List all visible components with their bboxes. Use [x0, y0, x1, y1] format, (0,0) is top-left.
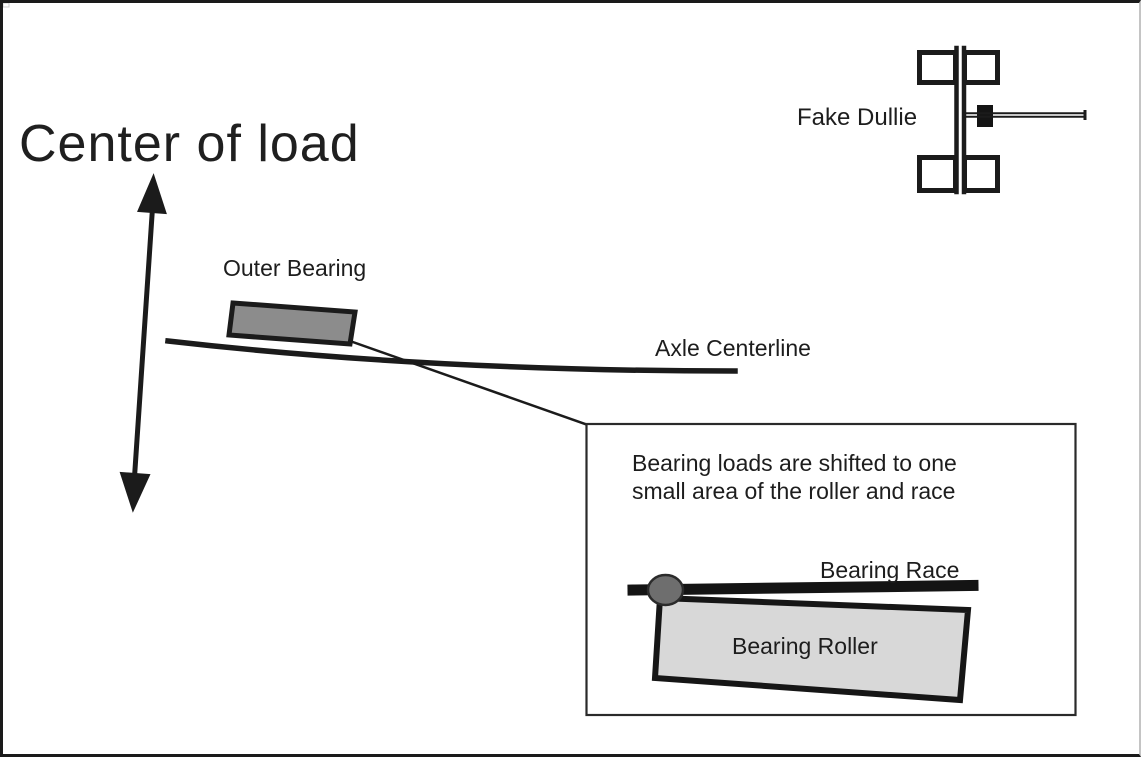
bearing-race-bar — [627, 579, 979, 596]
load-direction-arrow — [119, 173, 167, 513]
contact-point-dot — [646, 573, 685, 607]
arrow-head-up — [137, 173, 167, 215]
arrow-head-down — [119, 471, 151, 513]
page-title: Center of load — [19, 115, 360, 173]
axle-centerline-line — [164, 337, 738, 374]
label-bearing-race: Bearing Race — [820, 557, 960, 583]
inset-leader-line — [348, 339, 590, 427]
corner-artifact — [3, 3, 10, 8]
dullie-wheel-top-right — [962, 50, 1000, 85]
dullie-wheel-bottom-left — [917, 155, 958, 193]
arrow-shaft — [131, 205, 156, 480]
label-bearing-roller: Bearing Roller — [732, 633, 878, 659]
fake-dullie-drawing — [917, 45, 1087, 195]
dullie-wheel-bottom-right — [962, 155, 1000, 193]
dullie-wheel-top-left — [917, 50, 958, 85]
outer-bearing-block — [226, 300, 358, 347]
bearing-roller-block — [651, 594, 972, 704]
label-outer-bearing: Outer Bearing — [223, 255, 367, 281]
label-fake-dullie: Fake Dullie — [797, 104, 918, 131]
inset-caption-text: Bearing loads are shifted to one small a… — [632, 450, 957, 504]
label-axle-centerline: Axle Centerline — [655, 335, 811, 361]
